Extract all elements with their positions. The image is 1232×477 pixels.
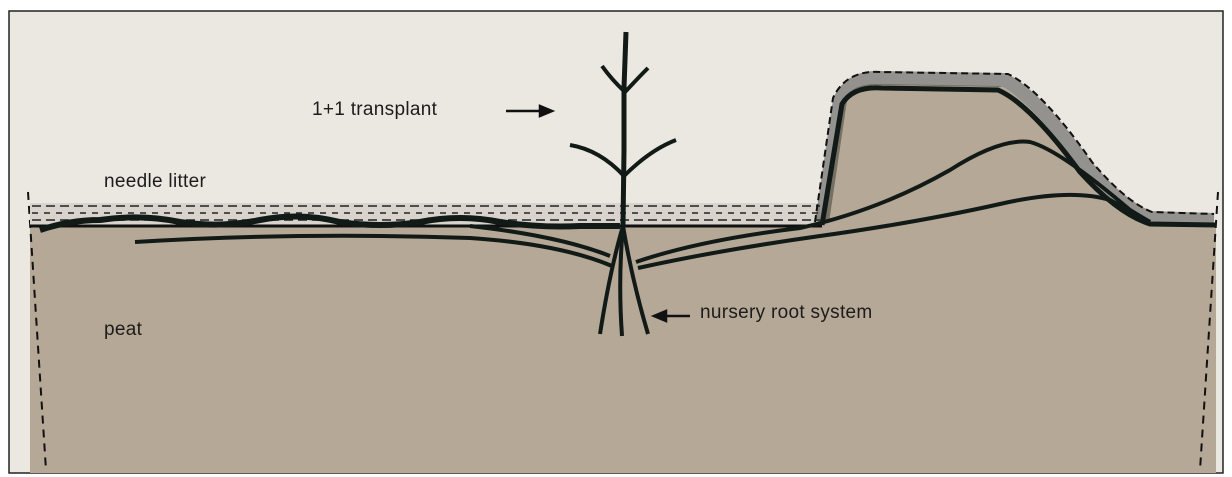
seedling-stem [623, 32, 626, 226]
peat-label: peat [104, 319, 142, 341]
needle-litter-label: needle litter [104, 171, 206, 193]
transplant-label: 1+1 transplant [312, 99, 437, 121]
root-system-label: nursery root system [700, 302, 873, 324]
